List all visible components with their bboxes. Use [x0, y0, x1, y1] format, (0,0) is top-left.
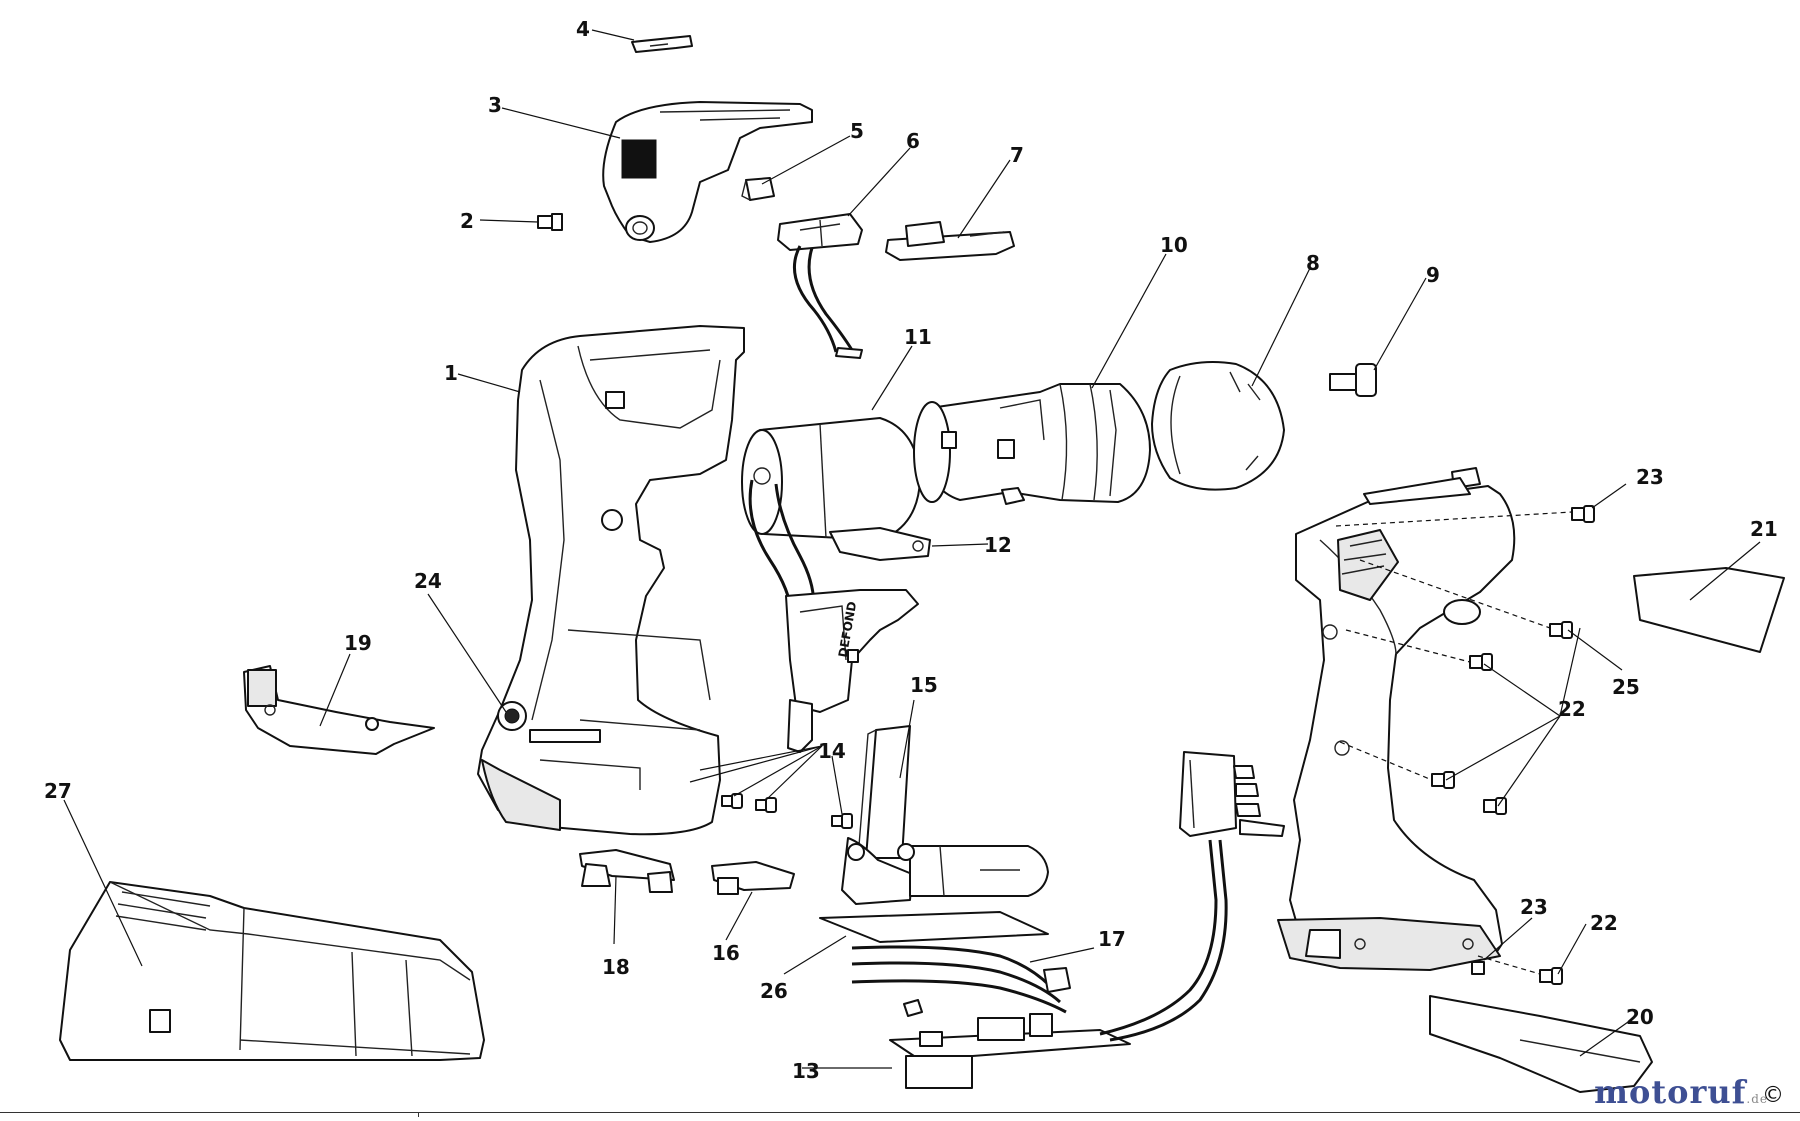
part-20-foot-plate: [1429, 995, 1653, 1093]
label-part-20: 20: [1626, 1005, 1654, 1029]
part-15-battery: [841, 725, 1049, 905]
label-part-9: 9: [1426, 263, 1440, 287]
part-2-screw: [537, 213, 563, 231]
part-27-charger: [59, 881, 485, 1061]
part-1-left-housing: [477, 325, 745, 836]
battery-terminal: [1179, 751, 1285, 837]
part-5-button: [741, 177, 775, 201]
label-part-18: 18: [602, 955, 630, 979]
part-14-screws: [721, 793, 853, 829]
part-6-led-switch: [777, 213, 863, 359]
part-13-pcb: [889, 839, 1228, 1089]
label-part-27: 27: [44, 779, 72, 803]
part-4-clip: [631, 35, 693, 53]
part-12-plate: [829, 527, 931, 561]
part-16-clip: [711, 861, 795, 895]
label-part-2: 2: [460, 209, 474, 233]
part-7-slider: [885, 221, 1015, 261]
label-part-16: 16: [712, 941, 740, 965]
part-9-bit-screw: [1329, 363, 1377, 397]
part-3-top-cover: [602, 101, 813, 243]
trigger-switch: DEFOND: [785, 589, 919, 753]
leader-lines: [63, 29, 1761, 1069]
housing-screws: [1335, 505, 1595, 985]
label-part-11: 11: [904, 325, 932, 349]
bottom-border: [0, 1112, 1800, 1117]
label-part-23-top: 23: [1636, 465, 1664, 489]
copyright-mark: ©: [1762, 1083, 1784, 1108]
bottom-border-tick: [418, 1113, 419, 1117]
label-part-22-middle: 22: [1558, 697, 1586, 721]
part-10-gearbox: [913, 383, 1151, 505]
part-17-wires: [851, 945, 1071, 1017]
label-part-22-bottom: 22: [1590, 911, 1618, 935]
label-part-1: 1: [444, 361, 458, 385]
badge-icon: [621, 139, 657, 179]
watermark-suffix: .de: [1746, 1092, 1768, 1106]
label-part-10: 10: [1160, 233, 1188, 257]
label-part-13: 13: [792, 1059, 820, 1083]
label-part-15: 15: [910, 673, 938, 697]
label-part-5: 5: [850, 119, 864, 143]
label-part-6: 6: [906, 129, 920, 153]
part-19-side-panel: [243, 665, 435, 755]
watermark-text: motoruf: [1594, 1073, 1747, 1111]
right-housing: [1277, 467, 1516, 971]
label-part-17: 17: [1098, 927, 1126, 951]
part-11-motor: [741, 417, 921, 617]
label-part-26: 26: [760, 979, 788, 1003]
label-part-7: 7: [1010, 143, 1024, 167]
label-part-14: 14: [818, 739, 846, 763]
part-26-insulator: [819, 911, 1049, 943]
label-part-4: 4: [576, 17, 590, 41]
part-labels: 4 3 2 5 6 7 10 8 9 11 1 23 21 12 24 19 2…: [44, 17, 1778, 1083]
label-part-8: 8: [1306, 251, 1320, 275]
label-part-19: 19: [344, 631, 372, 655]
label-part-24: 24: [414, 569, 442, 593]
watermark-logo: motoruf.de: [1594, 1073, 1768, 1111]
label-part-3: 3: [488, 93, 502, 117]
label-part-21: 21: [1750, 517, 1778, 541]
label-part-25: 25: [1612, 675, 1640, 699]
part-21-side-plate: [1633, 567, 1785, 653]
label-part-23-bottom: 23: [1520, 895, 1548, 919]
part-18-clip: [579, 849, 675, 893]
part-8-chuck: [1151, 361, 1285, 491]
label-part-12: 12: [984, 533, 1012, 557]
